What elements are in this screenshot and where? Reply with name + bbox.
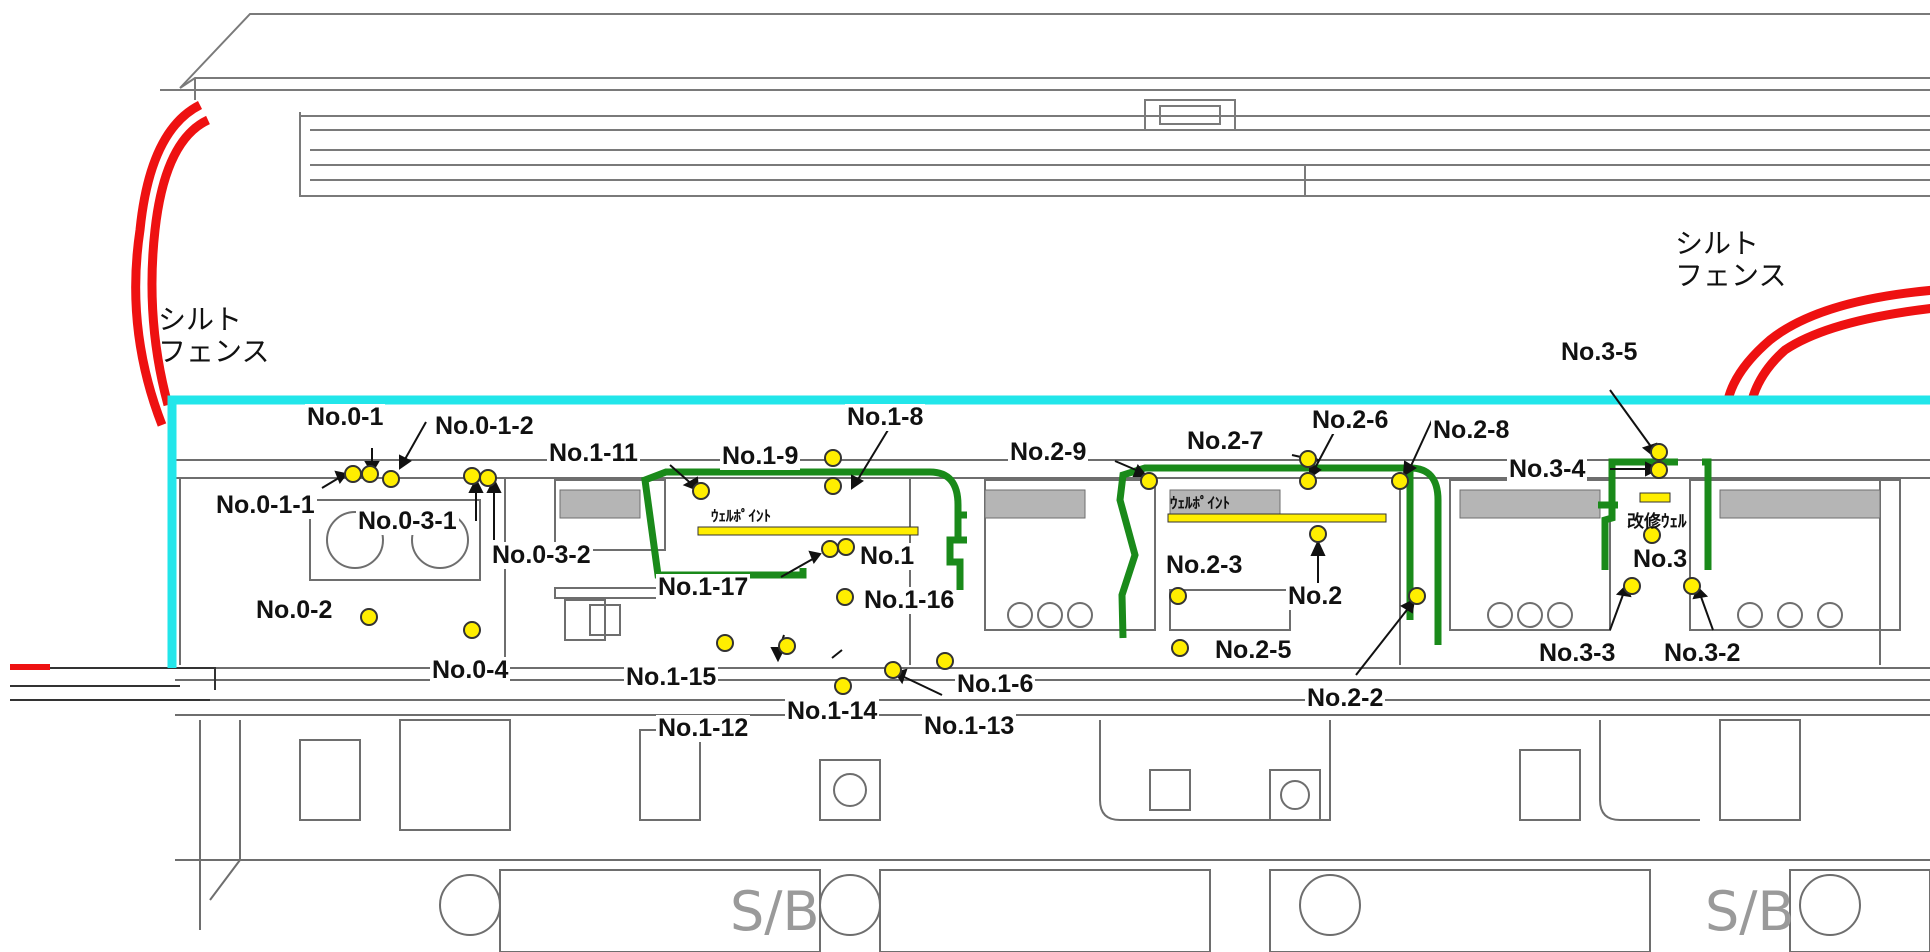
point-label: No.1-14 xyxy=(785,697,880,725)
point-label: No.1-12 xyxy=(656,714,751,742)
point-label: No.1-8 xyxy=(845,403,926,431)
point-label: No.2-5 xyxy=(1213,636,1294,664)
upper-structure-outline xyxy=(160,13,1930,197)
point-label: No.0-2 xyxy=(254,596,335,624)
point-label: No.1-16 xyxy=(862,586,957,614)
point-label: No.3-5 xyxy=(1559,338,1640,366)
point-label: No.2-2 xyxy=(1305,684,1386,712)
point-label: No.0-3-2 xyxy=(490,541,593,569)
sb-marking: S/B xyxy=(730,880,820,943)
work-area-boundary xyxy=(167,395,1930,668)
point-label: No.1-13 xyxy=(922,712,1017,740)
point-label: No.0-4 xyxy=(430,656,511,684)
sb-marking: S/B xyxy=(1705,880,1795,943)
repair-well-label: 改修ｳｪﾙ xyxy=(1627,512,1687,532)
point-label: No.1-6 xyxy=(955,670,1036,698)
point-label: No.3-3 xyxy=(1537,639,1618,667)
point-label: No.2-9 xyxy=(1008,438,1089,466)
point-label: No.2-7 xyxy=(1185,427,1266,455)
point-label: No.1-17 xyxy=(656,573,751,601)
point-label: No.1-9 xyxy=(720,442,801,470)
point-label: No.1-11 xyxy=(547,439,640,467)
point-label: No.0-1 xyxy=(305,403,386,431)
point-label: No.2 xyxy=(1286,582,1345,610)
well-point-label: ｳｪﾙﾎﾟｲﾝﾄ xyxy=(711,507,772,525)
point-label: No.1-15 xyxy=(624,663,719,691)
silt-fence-right xyxy=(1723,285,1930,402)
point-label: No.0-1-2 xyxy=(433,412,536,440)
point-label: No.3-2 xyxy=(1662,639,1743,667)
left-pier-outline xyxy=(10,667,216,701)
point-label: No.2-3 xyxy=(1164,551,1245,579)
silt-fence-label-right: シルト フェンス xyxy=(1675,227,1787,293)
well-point-bars xyxy=(697,492,1671,536)
point-label: No.2-6 xyxy=(1310,406,1391,434)
sampling-point-markers xyxy=(344,443,1701,695)
point-label: No.1 xyxy=(858,542,917,570)
silt-fence-label-left: シルト フェンス xyxy=(158,303,270,369)
grating-panels xyxy=(559,489,1881,519)
point-label: No.2-8 xyxy=(1431,416,1512,444)
point-label: No.3-4 xyxy=(1507,455,1588,483)
point-label: No.0-1-1 xyxy=(214,491,317,519)
well-point-label: ｳｪﾙﾎﾟｲﾝﾄ xyxy=(1170,494,1231,512)
point-label: No.3 xyxy=(1631,545,1690,573)
point-label: No.0-3-1 xyxy=(356,507,459,535)
silt-fence-stub xyxy=(10,664,50,670)
silt-fence-left xyxy=(131,100,211,427)
